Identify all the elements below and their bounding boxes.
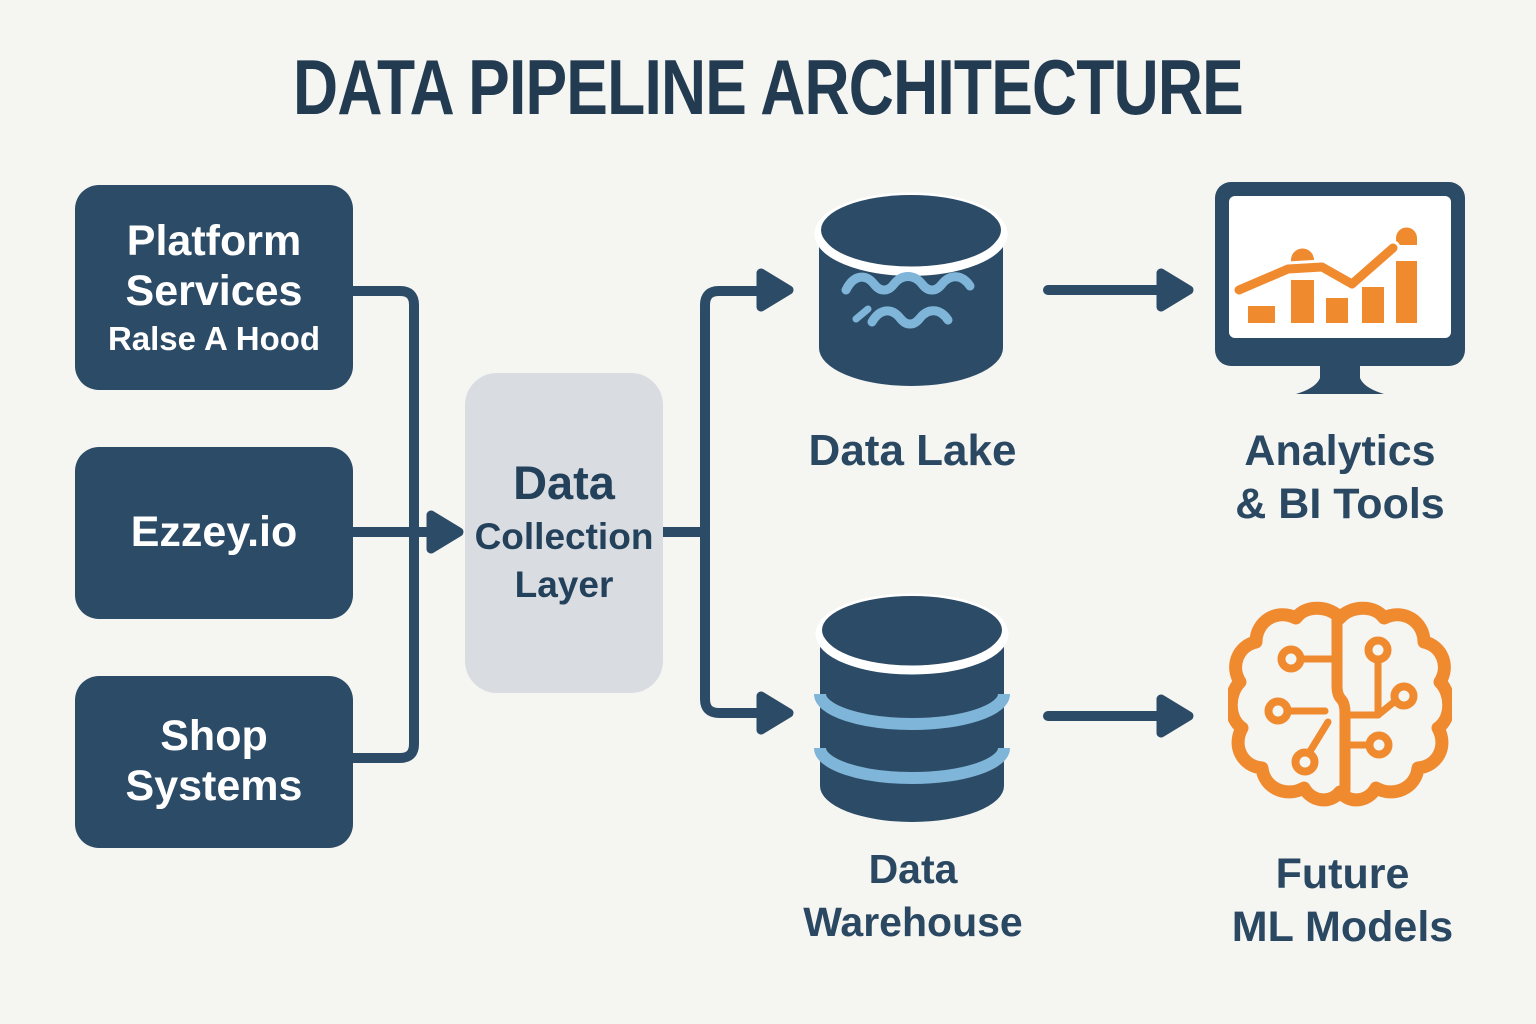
collection-layer-subtitle: Collection Layer <box>474 515 654 605</box>
database-band <box>814 693 1010 730</box>
circuit-node <box>1264 697 1292 725</box>
wave-line <box>867 306 953 329</box>
ml-brain-circuit-icon <box>1228 601 1452 807</box>
page-title: DATA PIPELINE ARCHITECTURE <box>293 43 1244 131</box>
source-box-title: Platform Services <box>125 217 303 316</box>
arrowhead-into-warehouse <box>756 691 794 735</box>
data-warehouse-label: Data Warehouse <box>803 846 1023 946</box>
circuit-node <box>1364 636 1392 664</box>
chart-bar <box>1291 280 1314 323</box>
source-box-subtitle: Ralse A Hood <box>107 319 321 357</box>
future-ml-models-label: Future ML Models <box>1231 850 1454 952</box>
chart-bar <box>1326 298 1348 323</box>
arrowhead-into-collection <box>426 510 464 554</box>
arrowhead-into-ml <box>1156 694 1194 738</box>
trend-line <box>1234 243 1398 295</box>
monitor-stand <box>1296 366 1384 394</box>
connector-split-to-warehouse <box>700 527 765 718</box>
source-box-platform-services: Platform Services Ralse A Hood <box>75 185 353 390</box>
chart-bar <box>1396 261 1417 323</box>
data-lake-label: Data Lake <box>808 426 1017 475</box>
wave-line <box>841 272 975 295</box>
source-box-ezzey-io: Ezzey.io <box>75 447 353 619</box>
circuit-trace <box>1305 718 1332 757</box>
arrowhead-into-lake <box>756 268 794 312</box>
chart-bar <box>1248 306 1275 323</box>
analytics-monitor-chart-icon <box>1215 182 1465 394</box>
circuit-node <box>1390 682 1418 710</box>
wave-dash <box>852 305 872 323</box>
database-band <box>814 747 1010 784</box>
circuit-node <box>1291 748 1319 776</box>
connector-sources-bracket <box>348 286 419 763</box>
source-box-shop-systems: Shop Systems <box>75 676 353 848</box>
source-box-title: Shop Systems <box>125 712 303 810</box>
circuit-node <box>1365 731 1393 759</box>
chart-bar <box>1362 287 1384 323</box>
connector-split-to-lake <box>700 286 765 537</box>
brain-center-line <box>1331 614 1351 796</box>
circuit-node <box>1277 645 1305 673</box>
arrowhead-into-analytics <box>1156 268 1194 312</box>
chart-bar-dome <box>1396 227 1417 245</box>
collection-layer-title: Data <box>513 456 615 510</box>
data-lake-cylinder-icon <box>814 192 1008 386</box>
circuit-trace <box>1344 698 1398 719</box>
collection-layer-box: Data Collection Layer <box>465 373 663 693</box>
source-box-title: Ezzey.io <box>130 508 298 557</box>
data-warehouse-database-icon <box>814 593 1010 822</box>
analytics-bi-tools-label: Analytics & BI Tools <box>1235 427 1445 529</box>
